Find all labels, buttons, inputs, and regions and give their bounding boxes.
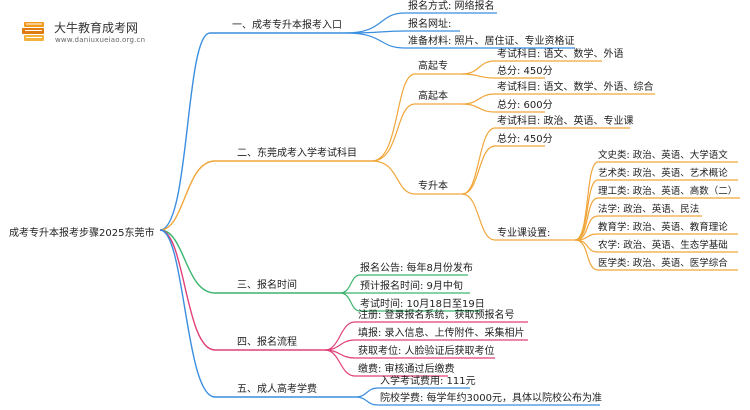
- connector-b5-1: [354, 387, 470, 398]
- g1-item: 考试科目: 语文、数学、外语: [497, 49, 624, 60]
- group-gaoqiben: 高起本: [418, 91, 448, 102]
- g1-item: 总分: 450分: [497, 66, 553, 77]
- connector-b4-1: [324, 321, 528, 351]
- root-topic: 成考专升本报考步骤2025东莞市: [9, 228, 155, 239]
- connector-b5-2: [354, 396, 600, 406]
- connector-b2-g1: [371, 73, 462, 162]
- b1-item: 准备材料: 照片、居住证、专业资格证: [408, 36, 575, 47]
- group-gaoqizhuan: 高起专: [418, 61, 448, 72]
- specialty-item: 教育学: 政治、英语、教育理论: [598, 222, 728, 233]
- b3-item: 预计报名时间: 9月中旬: [360, 281, 463, 292]
- specialty-label: 专业课设置:: [497, 228, 551, 239]
- b4-item: 缴费: 审核通过后缴费: [358, 364, 455, 375]
- connector-root-b3: [159, 229, 340, 294]
- b4-item: 注册: 登录报名系统，获取预报名号: [358, 310, 515, 321]
- g3-item: 总分: 450分: [497, 134, 553, 145]
- branch-4-label: 四、报名流程: [237, 337, 297, 348]
- specialty-item: 法学: 政治、英语、民法: [598, 204, 700, 215]
- specialty-item: 理工类: 政治、英语、高数（二）: [598, 186, 738, 197]
- b5-item: 院校学费: 每学年约3000元，具体以院校公布为准: [380, 393, 602, 404]
- book-stack-icon: [14, 20, 50, 44]
- specialty-item: 农学: 政治、英语、生态学基础: [598, 240, 728, 251]
- specialty-item: 艺术类: 政治、英语、艺术概论: [598, 168, 728, 179]
- b3-item: 考试时间: 10月18日至19日: [360, 299, 485, 310]
- branch-3-label: 三、报名时间: [237, 280, 297, 291]
- connector-g3-1: [461, 127, 630, 195]
- branch-5-label: 五、成人高考学费: [237, 384, 317, 395]
- connector-b2-g3: [371, 160, 462, 195]
- specialty-item: 医学类: 政治、英语、医学综合: [598, 258, 728, 269]
- connector-b3-3: [339, 292, 480, 312]
- b4-item: 获取考位: 人脸验证后获取考位: [358, 346, 495, 357]
- connector-g2-1: [461, 93, 655, 105]
- b5-item: 入学考试费用: 111元: [380, 376, 476, 387]
- connector-b4-2: [324, 339, 528, 351]
- connector-g2-2: [461, 103, 545, 113]
- connector-b1-3: [344, 32, 575, 49]
- branch-2-label: 二、东莞成考入学考试科目: [237, 148, 357, 159]
- group-zhuanshengben: 专升本: [418, 181, 448, 192]
- connector-b1-1: [344, 12, 497, 34]
- branch-1-label: 一、成考专升本报考入口: [232, 20, 342, 31]
- connector-s-4: [574, 215, 702, 241]
- brand-url: www.daniuxueiao.org.cn: [55, 36, 146, 44]
- brand-name: 大牛教育成考网: [54, 21, 139, 35]
- connector-b3-1: [339, 274, 468, 294]
- b3-item: 报名公告: 每年8月份发布: [360, 263, 473, 274]
- connector-root-b1: [159, 32, 345, 231]
- connector-g1-2: [461, 73, 545, 79]
- connector-g3-2: [461, 145, 545, 195]
- connector-b2-g2: [371, 103, 462, 162]
- connector-root-b5: [159, 229, 355, 398]
- connector-root-b2: [159, 160, 372, 231]
- g2-item: 总分: 600分: [497, 100, 553, 111]
- b1-item: 报名网址:: [408, 19, 452, 30]
- g3-item: 考试科目: 政治、英语、专业课: [497, 116, 634, 127]
- connector-root-b4: [159, 229, 325, 351]
- b1-item: 报名方式: 网络报名: [408, 1, 495, 12]
- connector-g3-3: [461, 193, 575, 241]
- connector-b4-4: [324, 349, 448, 377]
- connector-s-1: [574, 161, 738, 241]
- specialty-item: 文史类: 政治、英语、大学语文: [598, 150, 728, 161]
- g2-item: 考试科目: 语文、数学、外语、综合: [497, 82, 654, 93]
- connector-s-7: [574, 239, 738, 271]
- b4-item: 填报: 录入信息、上传附件、采集相片: [358, 328, 525, 339]
- connector-s-2: [574, 179, 738, 241]
- connector-g1-1: [461, 60, 602, 75]
